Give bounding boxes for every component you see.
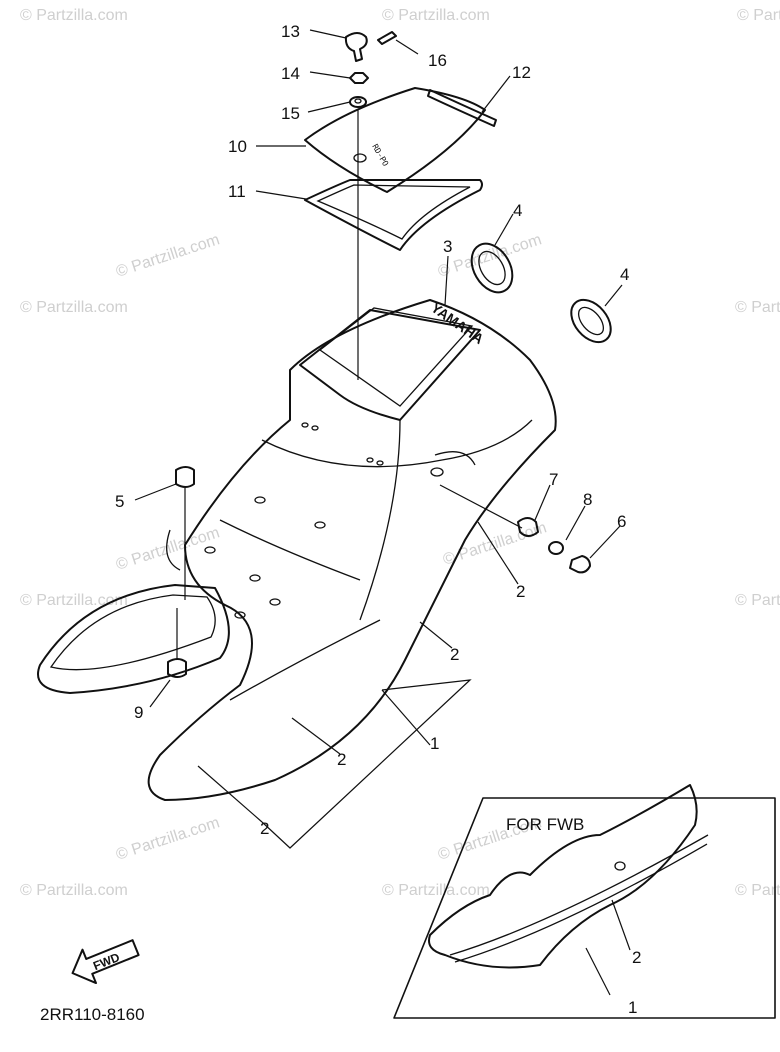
- callout-inset-2: 2: [632, 948, 641, 967]
- callout-2a: 2: [516, 582, 525, 601]
- part-7-grommet: [517, 517, 539, 537]
- callout-4a: 4: [513, 201, 522, 220]
- fwb-inset: FOR FWB 2 1: [393, 784, 776, 1019]
- callout-16: 16: [428, 51, 447, 70]
- diagram-code: 2RR110-8160: [40, 1005, 145, 1024]
- part-15-washer: [349, 96, 367, 108]
- part-11-seal: [304, 179, 483, 251]
- svg-text:RD-PO: RD-PO: [370, 143, 390, 169]
- inset-title: FOR FWB: [506, 815, 584, 834]
- watermark: © Partzilla.com: [20, 882, 128, 899]
- watermark: © Partzilla.com: [382, 7, 490, 24]
- callout-13: 13: [281, 22, 300, 41]
- callout-4b: 4: [620, 265, 629, 284]
- watermark: © Partzilla.com: [737, 7, 780, 24]
- callout-1: 1: [430, 734, 439, 753]
- leader-lines: [134, 29, 623, 849]
- callout-14: 14: [281, 64, 300, 83]
- part-14-nut: [349, 72, 369, 84]
- part-8-collar: [548, 541, 564, 555]
- part-13-screw: [344, 32, 368, 62]
- part-16-clip: [377, 31, 397, 45]
- callout-inset-1: 1: [628, 998, 637, 1017]
- callout-6: 6: [617, 512, 626, 531]
- watermark: © Partzilla.com: [382, 882, 490, 899]
- part-5-damper: [175, 466, 195, 600]
- callouts: 13 14 15 16 12 10 11 4 4 3 5 7 8 6 9 2 2…: [115, 22, 629, 838]
- callout-5: 5: [115, 492, 124, 511]
- callout-9: 9: [134, 703, 143, 722]
- watermark: © Partzilla.com: [20, 7, 128, 24]
- fwd-label: FWD: [91, 950, 122, 973]
- callout-7: 7: [549, 470, 558, 489]
- watermark: © Partzilla.com: [114, 814, 222, 863]
- watermark: © Partzilla.com: [20, 299, 128, 316]
- watermark: © Partzilla.com: [441, 519, 549, 568]
- callout-2c: 2: [337, 750, 346, 769]
- watermark-layer: © Partzilla.com © Partzilla.com © Partzi…: [20, 7, 780, 899]
- part-6-bolt: [569, 555, 591, 574]
- part-4-grommet-upper: [470, 242, 514, 294]
- callout-12: 12: [512, 63, 531, 82]
- watermark: © Partzilla.com: [735, 592, 780, 609]
- callout-8: 8: [583, 490, 592, 509]
- seat-strap: [37, 584, 230, 694]
- callout-15: 15: [281, 104, 300, 123]
- watermark: © Partzilla.com: [735, 882, 780, 899]
- part-4-grommet-lower: [570, 298, 612, 344]
- callout-2b: 2: [450, 645, 459, 664]
- watermark: © Partzilla.com: [114, 231, 222, 280]
- part-9-damper: [167, 608, 187, 678]
- fastener-axis-line: [439, 484, 523, 529]
- watermark: © Partzilla.com: [20, 592, 128, 609]
- callout-11: 11: [228, 182, 246, 201]
- callout-2d: 2: [260, 819, 269, 838]
- watermark: © Partzilla.com: [735, 299, 780, 316]
- part-12-strip: [427, 89, 497, 127]
- callout-3: 3: [443, 237, 452, 256]
- fwd-arrow-icon: FWD: [71, 939, 140, 985]
- callout-10: 10: [228, 137, 247, 156]
